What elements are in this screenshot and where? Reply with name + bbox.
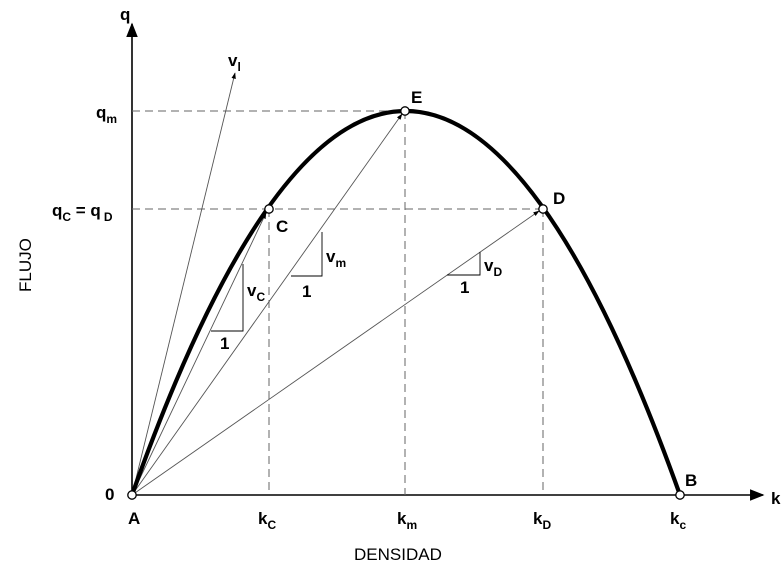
slope-triangle-D [447,252,481,276]
y-axis-symbol: q [120,5,130,24]
vector-to-D [131,210,540,496]
vC-subscript: C [256,290,265,304]
vD-main: v [484,256,494,275]
unit-label-D: 1 [460,278,469,297]
qcd-subscript-1: C [62,210,71,224]
unit-label-C: 1 [220,334,229,353]
vm-main: v [326,247,336,266]
kc-subscript: c [679,518,686,532]
vl-label: vl [228,51,241,74]
qcd-main-1: q [52,201,62,220]
qm-main: q [96,103,106,122]
qcd-equals: = q [71,201,101,220]
kD-label: kD [533,509,551,532]
kD-subscript: D [542,518,551,532]
vector-to-E [131,113,403,496]
vm-label: vm [326,247,346,270]
kc-label: kc [670,509,686,532]
vD-subscript: D [493,265,502,279]
qcd-subscript-2: D [104,210,113,224]
vl-main: v [228,51,238,70]
kC-main: k [258,509,268,528]
km-label: km [397,509,417,532]
point-B-label: B [685,471,697,490]
vl-subscript: l [237,60,240,74]
vD-label: vD [484,256,502,279]
y-axis-title: FLUJO [16,238,35,292]
origin-label: 0 [105,485,114,504]
point-D [538,204,548,214]
x-axis-title: DENSIDAD [354,545,442,564]
slope-triangle-m [291,232,323,277]
point-E-label: E [411,88,422,107]
unit-label-m: 1 [302,282,311,301]
vector-to-C [131,212,267,496]
point-B [675,490,685,500]
point-E [400,106,410,116]
km-subscript: m [406,518,417,532]
x-axis-symbol: k [771,489,781,508]
point-A [127,490,137,500]
vC-label: vC [247,281,265,304]
point-C-label: C [276,217,288,236]
point-D-label: D [553,189,565,208]
kC-label: kC [258,509,276,532]
qm-label: qm [96,103,117,126]
free-flow-speed-vector [131,72,236,496]
point-A-label: A [128,509,140,528]
kC-subscript: C [267,518,276,532]
vm-subscript: m [335,256,346,270]
point-C [264,204,274,214]
kc-main: k [670,509,680,528]
qm-subscript: m [106,112,117,126]
slope-triangle-C [211,264,244,332]
vC-main: v [247,281,257,300]
km-main: k [397,509,407,528]
kD-main: k [533,509,543,528]
